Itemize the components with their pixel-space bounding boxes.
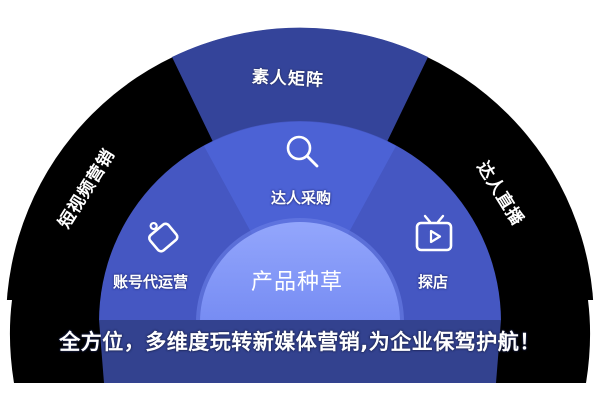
center-label-product-seeding: 产品种草	[251, 270, 344, 295]
tag-icon	[148, 221, 179, 253]
tv-play-icon	[415, 214, 453, 252]
middle-label-influencer-purchase: 达人采购	[271, 189, 332, 207]
middle-label-store-visit: 探店	[418, 273, 449, 291]
outer-mask-right	[586, 300, 600, 383]
outer-label-amateur-matrix: 素人矩阵	[251, 67, 325, 91]
middle-label-account-operation: 账号代运营	[113, 273, 189, 291]
slogan-text: 全方位，多维度玩转新媒体营销,为企业保驾护航！	[59, 330, 541, 354]
slogan-band-right-dark	[496, 320, 600, 383]
search-icon	[286, 135, 319, 168]
slogan-band-left-dark	[0, 320, 104, 383]
outer-mask-left	[0, 300, 14, 383]
